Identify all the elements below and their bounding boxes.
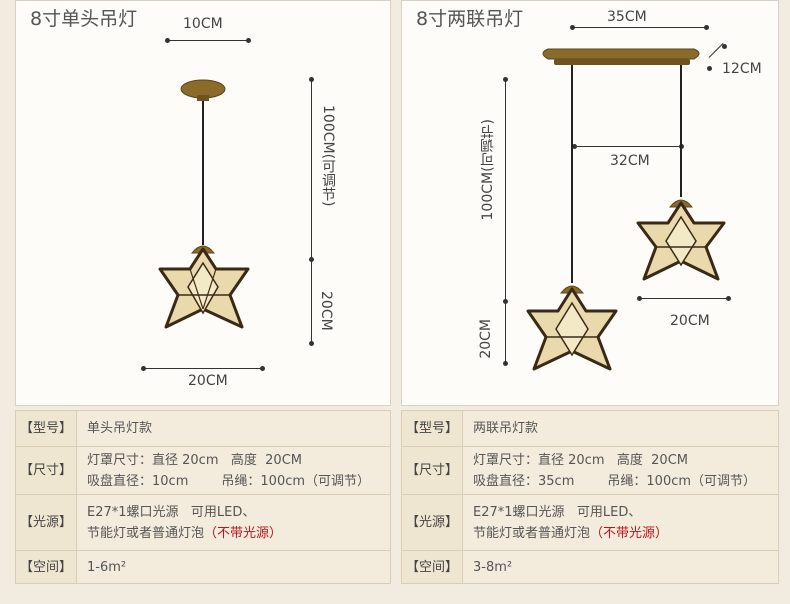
spec-key-model: 【型号】	[401, 410, 463, 447]
dim-label-canopy-width: 10CM	[183, 16, 223, 32]
spec-size-line1: 灯罩尺寸：直径 20cm 高度 20CM	[473, 452, 688, 468]
dim-marker	[722, 44, 727, 49]
table-row: 【尺寸】 灯罩尺寸：直径 20cm 高度 20CM 吸盘直径：35cm 吊绳：1…	[401, 446, 779, 495]
dim-line-shade-width	[143, 368, 263, 369]
dim-line-shade	[505, 301, 506, 363]
spec-table-double: 【型号】 两联吊灯款 【尺寸】 灯罩尺寸：直径 20cm 高度 20CM 吸盘直…	[401, 410, 779, 584]
spec-light-line2: 节能灯或者普通灯泡	[87, 525, 205, 541]
spec-light-line2: 节能灯或者普通灯泡	[473, 525, 591, 541]
spec-light-line1: E27*1螺口光源 可用LED、	[473, 504, 642, 520]
spec-key-space: 【空间】	[401, 550, 463, 584]
product-panel-double: 8寸两联吊灯 35CM 12CM 100CM(可调节) 20CM 32CM 20…	[401, 0, 779, 406]
dim-line-spacing	[574, 146, 682, 147]
dim-line-canopy-length	[572, 27, 706, 28]
double-star-pendant-image	[526, 48, 726, 371]
dim-line-shade-width	[639, 298, 729, 299]
spec-key-space: 【空间】	[15, 550, 77, 584]
spec-value-space: 3-8m²	[462, 550, 779, 584]
spec-value-model: 单头吊灯款	[76, 410, 391, 447]
spec-value-light: E27*1螺口光源 可用LED、 节能灯或者普通灯泡（不带光源）	[462, 494, 779, 551]
dim-marker	[260, 366, 265, 371]
spec-key-model: 【型号】	[15, 410, 77, 447]
spec-key-size: 【尺寸】	[15, 446, 77, 495]
dim-label-shade-width: 20CM	[670, 313, 710, 329]
dim-label-shade-width: 20CM	[188, 373, 228, 389]
dim-label-canopy-width: 12CM	[722, 61, 762, 77]
dim-marker	[309, 341, 314, 346]
dim-marker	[503, 361, 508, 366]
spec-value-light: E27*1螺口光源 可用LED、 节能灯或者普通灯泡（不带光源）	[76, 494, 391, 551]
dim-label-spacing: 32CM	[610, 153, 650, 169]
table-row: 【型号】 两联吊灯款	[401, 410, 779, 447]
spec-value-space: 1-6m²	[76, 550, 391, 584]
dim-marker	[726, 296, 731, 301]
dim-line-cord	[505, 79, 506, 301]
table-row: 【光源】 E27*1螺口光源 可用LED、 节能灯或者普通灯泡（不带光源）	[401, 494, 779, 551]
dim-line-shade	[311, 259, 312, 343]
spec-light-line2-wrap: 节能灯或者普通灯泡（不带光源）	[473, 523, 778, 544]
table-row: 【型号】 单头吊灯款	[15, 410, 391, 447]
dim-marker	[246, 38, 251, 43]
spec-light-note: （不带光源）	[204, 525, 283, 541]
dim-marker	[707, 66, 712, 71]
table-row: 【尺寸】 灯罩尺寸：直径 20cm 高度 20CM 吸盘直径：10cm 吊绳：1…	[15, 446, 391, 495]
dim-label-canopy-length: 35CM	[607, 9, 647, 25]
spec-value-model: 两联吊灯款	[462, 410, 779, 447]
dim-label-shade-height: 20CM	[318, 291, 334, 331]
table-row: 【空间】 3-8m²	[401, 550, 779, 584]
panel-title: 8寸两联吊灯	[416, 8, 524, 30]
product-panel-single: 8寸单头吊灯 10CM 100CM(可调节) 20CM 20CM	[15, 0, 391, 406]
spec-key-light: 【光源】	[401, 494, 463, 551]
dim-marker	[704, 25, 709, 30]
dim-label-cord: 100CM(可调节)	[320, 105, 336, 207]
dim-line-cord	[311, 79, 312, 259]
spec-table-single: 【型号】 单头吊灯款 【尺寸】 灯罩尺寸：直径 20cm 高度 20CM 吸盘直…	[15, 410, 391, 584]
table-row: 【空间】 1-6m²	[15, 550, 391, 584]
spec-key-size: 【尺寸】	[401, 446, 463, 495]
spec-size-line2: 吸盘直径：10cm 吊绳：100cm（可调节）	[87, 473, 371, 489]
spec-light-line1: E27*1螺口光源 可用LED、	[87, 504, 256, 520]
single-star-pendant-image	[158, 79, 250, 329]
spec-light-line2-wrap: 节能灯或者普通灯泡（不带光源）	[87, 523, 390, 544]
spec-size-line2: 吸盘直径：35cm 吊绳：100cm（可调节）	[473, 473, 757, 489]
dim-line-canopy	[167, 40, 249, 41]
spec-key-light: 【光源】	[15, 494, 77, 551]
spec-size-line1: 灯罩尺寸：直径 20cm 高度 20CM	[87, 452, 302, 468]
spec-light-note: （不带光源）	[590, 525, 669, 541]
spec-value-size: 灯罩尺寸：直径 20cm 高度 20CM 吸盘直径：10cm 吊绳：100cm（…	[76, 446, 391, 495]
table-row: 【光源】 E27*1螺口光源 可用LED、 节能灯或者普通灯泡（不带光源）	[15, 494, 391, 551]
panel-title: 8寸单头吊灯	[30, 8, 138, 30]
spec-value-size: 灯罩尺寸：直径 20cm 高度 20CM 吸盘直径：35cm 吊绳：100cm（…	[462, 446, 779, 495]
